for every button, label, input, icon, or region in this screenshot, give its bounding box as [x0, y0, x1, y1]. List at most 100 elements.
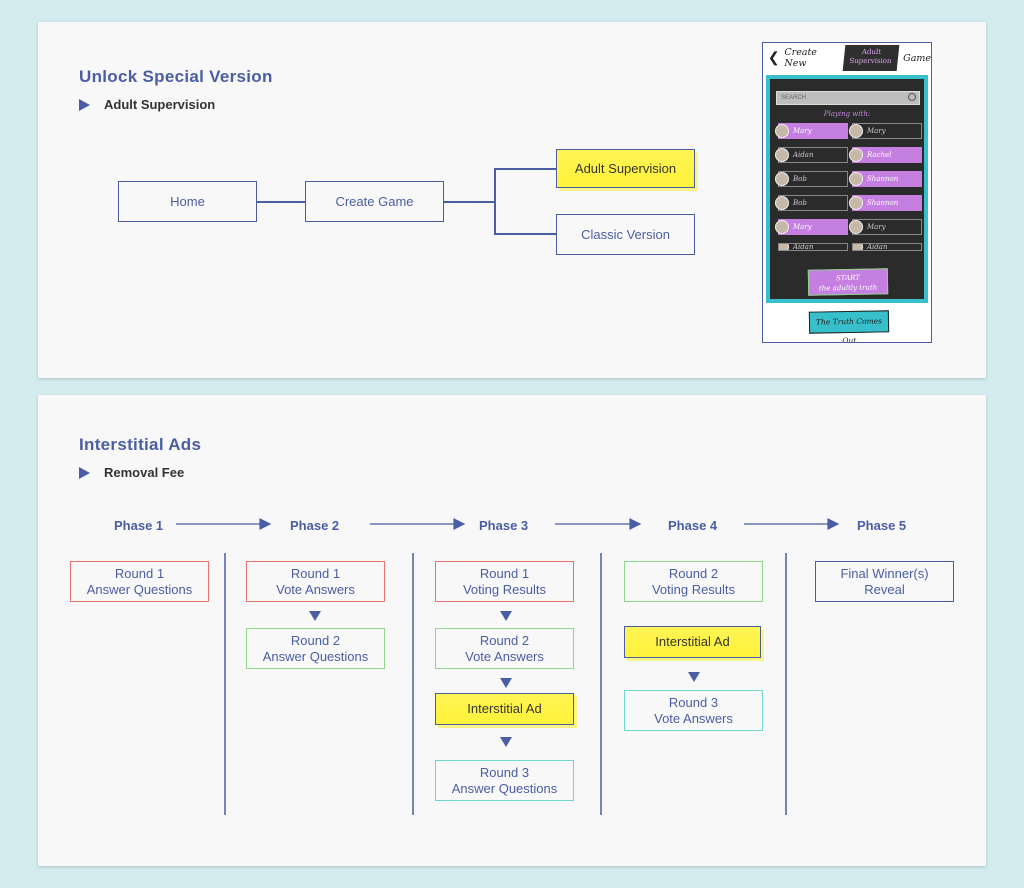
flow-label-home: Home — [170, 193, 205, 209]
triangle-bullet-icon — [79, 466, 90, 479]
step-p5-final-reveal: Final Winner(s) Reveal — [815, 561, 954, 602]
step-p2-round1-vote: Round 1 Vote Answers — [246, 561, 385, 602]
avatar — [775, 124, 789, 138]
avatar — [853, 244, 863, 250]
step-p1-round1-answer: Round 1 Answer Questions — [70, 561, 209, 602]
down-arrow-icon — [500, 678, 512, 688]
avatar — [775, 172, 789, 186]
flow-box-adult-supervision: Adult Supervision — [556, 149, 695, 188]
interstitial-ads-panel: Interstitial Ads Removal Fee Phase 1 Pha… — [38, 395, 986, 866]
step-line: Interstitial Ad — [655, 634, 730, 649]
subtitle-label: Removal Fee — [104, 465, 185, 480]
special-version-panel: Unlock Special Version Adult Supervision… — [38, 22, 986, 378]
arrow-head-4-5 — [827, 518, 840, 530]
step-line: Voting Results — [651, 581, 736, 597]
phone-player-name: Mary — [793, 223, 812, 231]
avatar — [775, 220, 789, 234]
phone-player-left-4[interactable]: Mary — [775, 219, 848, 235]
step-line: Round 3 — [479, 764, 530, 780]
section-title-special-version: Unlock Special Version — [79, 67, 273, 86]
step-line: Round 2 — [668, 565, 719, 581]
phone-footer-logo: The Truth Comes Out — [808, 310, 890, 342]
phone-header: ❮ Create New Adult Supervision Game — [763, 43, 931, 73]
phone-player-right-4[interactable]: Mary — [849, 219, 922, 235]
subtitle-label: Adult Supervision — [104, 97, 216, 112]
flow-box-home: Home — [118, 181, 257, 222]
phone-player-name: Mary — [793, 127, 812, 135]
step-line: Vote Answers — [276, 581, 355, 597]
phone-header-create: Create New — [784, 47, 817, 69]
step-line: Answer Questions — [451, 780, 558, 796]
phone-player-right-5[interactable]: Aidan — [852, 243, 922, 251]
phone-mockup: ❮ Create New Adult Supervision Game SEAR… — [762, 42, 932, 343]
step-p4-interstitial-ad: Interstitial Ad — [624, 626, 761, 658]
step-line: Final Winner(s) — [840, 565, 929, 581]
step-line: Reveal — [864, 581, 905, 597]
flow-label-create-game: Create Game — [335, 193, 414, 209]
phone-player-name: Aidan — [793, 151, 814, 159]
phase-label-1: Phase 1 — [114, 518, 164, 533]
chevron-left-icon[interactable]: ❮ — [767, 50, 780, 66]
avatar — [775, 196, 789, 210]
phone-player-left-3[interactable]: Bob — [775, 195, 848, 211]
phase-label-5: Phase 5 — [857, 518, 907, 533]
step-line: Round 2 — [479, 632, 530, 648]
phone-player-name: Shannon — [867, 199, 899, 207]
flow-box-classic-version: Classic Version — [556, 214, 695, 255]
step-line: Vote Answers — [465, 648, 544, 664]
step-line: Round 2 — [290, 632, 341, 648]
phone-tab-line2: Supervision — [848, 57, 892, 65]
phone-player-name: Bob — [793, 199, 807, 207]
phone-header-tab: Adult Supervision — [842, 45, 899, 71]
phone-player-left-5[interactable]: Aidan — [778, 243, 848, 251]
phase-label-4: Phase 4 — [668, 518, 718, 533]
avatar — [849, 196, 863, 210]
step-line: Voting Results — [462, 581, 547, 597]
phone-player-left-2[interactable]: Bob — [775, 171, 848, 187]
down-arrow-icon — [688, 672, 700, 682]
phase-arrows — [176, 518, 840, 815]
step-p3-interstitial-ad: Interstitial Ad — [435, 693, 574, 725]
step-line: Interstitial Ad — [467, 701, 542, 716]
avatar — [849, 172, 863, 186]
arrow-head-2-3 — [453, 518, 466, 530]
phone-start-line2: the adultly truth — [818, 283, 878, 293]
phone-start-button[interactable]: START the adultly truth — [807, 268, 889, 296]
step-line: Answer Questions — [262, 648, 369, 664]
avatar — [779, 244, 789, 250]
avatar — [775, 148, 789, 162]
phone-player-right-3[interactable]: Shannon — [849, 195, 922, 211]
phone-player-right-2[interactable]: Shannon — [849, 171, 922, 187]
step-p3-round3-answer: Round 3 Answer Questions — [435, 760, 574, 801]
step-line: Round 3 — [668, 694, 719, 710]
step-line: Answer Questions — [86, 581, 193, 597]
phone-player-name: Aidan — [793, 243, 814, 251]
phone-player-name: Bob — [793, 175, 807, 183]
step-p3-round1-results: Round 1 Voting Results — [435, 561, 574, 602]
down-arrow-icon — [500, 737, 512, 747]
phone-player-name: Mary — [867, 127, 886, 135]
phone-player-name: Aidan — [867, 243, 888, 251]
phone-player-left-1[interactable]: Aidan — [775, 147, 848, 163]
connector-branch-top — [494, 168, 556, 170]
connector-create-branch — [444, 201, 494, 203]
step-p4-round2-results: Round 2 Voting Results — [624, 561, 763, 602]
flow-label-classic-version: Classic Version — [581, 226, 670, 242]
phone-player-right-1[interactable]: Rachel — [849, 147, 922, 163]
phone-player-name: Rachel — [867, 151, 892, 159]
phone-tab-line1: Adult — [860, 48, 881, 56]
subtitle-removal-fee: Removal Fee — [79, 465, 184, 480]
avatar — [849, 220, 863, 234]
down-arrow-icon — [500, 611, 512, 621]
phone-player-name: Mary — [867, 223, 886, 231]
phone-player-right-0[interactable]: Mary — [849, 123, 922, 139]
connector-branch-bottom — [494, 233, 556, 235]
flow-box-create-game: Create Game — [305, 181, 444, 222]
phone-header-game: Game — [903, 52, 931, 64]
connector-home-create — [257, 201, 305, 203]
phone-player-left-0[interactable]: Mary — [775, 123, 848, 139]
section-title-interstitial-ads: Interstitial Ads — [79, 435, 202, 454]
phone-search-input[interactable]: SEARCH — [776, 91, 920, 105]
